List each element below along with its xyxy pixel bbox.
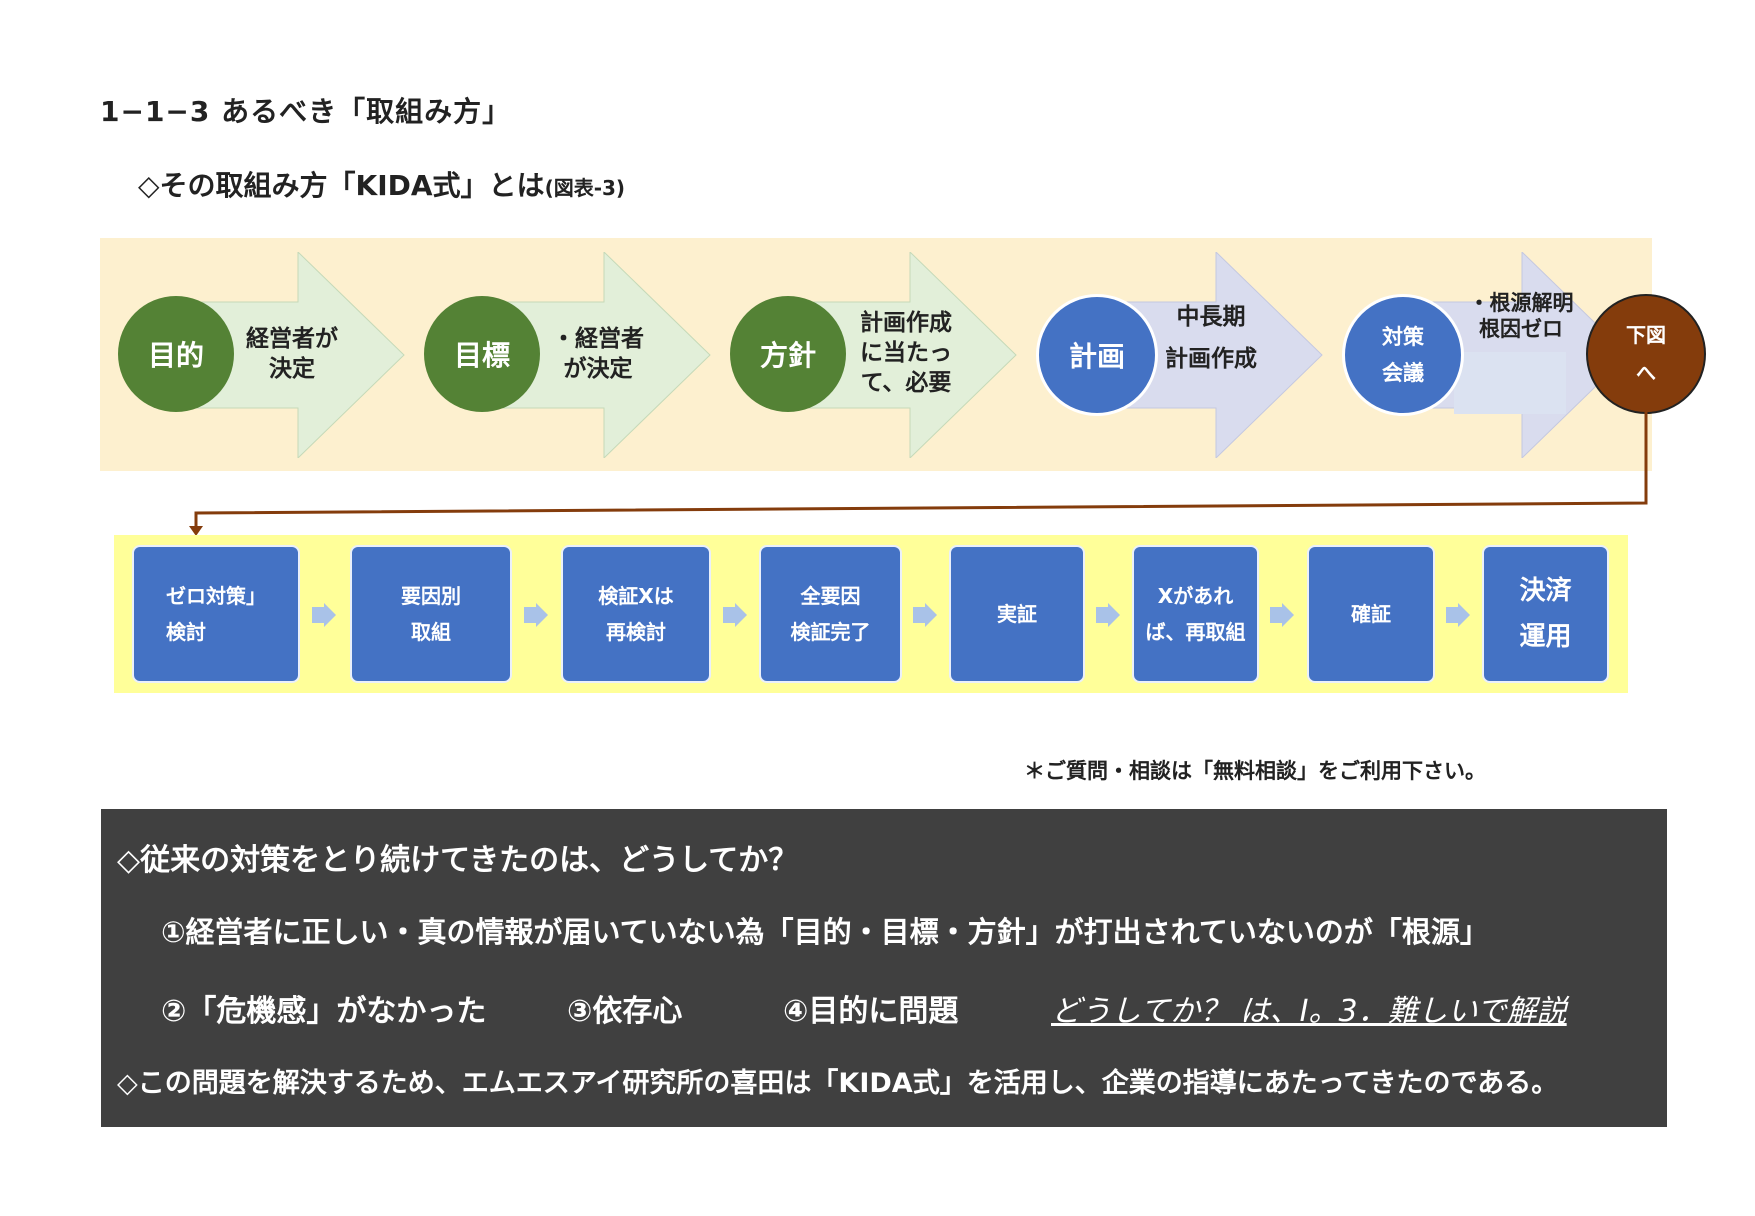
- box-kensho-x: 検証Xは再検討: [561, 545, 711, 683]
- circle-mokuhyo: 目標: [424, 296, 540, 412]
- box-zen-youin: 全要因検証完了: [759, 545, 902, 683]
- circle-taisaku-kaigi: 対策会議: [1342, 294, 1464, 416]
- sub-heading-ref: (図表-3): [544, 176, 626, 200]
- panel-reason-4: ④目的に問題: [783, 994, 959, 1029]
- step2-text: ・経営者が決定: [552, 326, 644, 382]
- explanation-panel: ◇従来の対策をとり続けてきたのは、どうしてか？ ①経営者に正しい・真の情報が届い…: [101, 809, 1667, 1127]
- panel-reason-2: ②「危機感」がなかった: [161, 994, 487, 1029]
- circle-keikaku: 計画: [1036, 294, 1158, 416]
- sub-heading: ◇その取組み方「KIDA式」とは(図表-3): [138, 164, 625, 204]
- step3-text: 計画作成に当たって、必要: [860, 310, 952, 396]
- box-x-saitorikumi: Xがあれば、再取組: [1132, 545, 1259, 683]
- step4-text: 中長期計画作成: [1165, 304, 1257, 372]
- panel-question: ◇従来の対策をとり続けてきたのは、どうしてか？: [117, 843, 799, 878]
- circle-mokuteki: 目的: [118, 296, 234, 412]
- panel-reason-1: ①経営者に正しい・真の情報が届いていない為「目的・目標・方針」が打出されていない…: [161, 915, 1489, 949]
- chevron-right-icon: [312, 603, 336, 627]
- step5-inner-box: [1454, 352, 1566, 414]
- sub-heading-main: ◇その取組み方「KIDA式」とは: [138, 169, 545, 202]
- step1-text: 経営者が決定: [246, 326, 338, 382]
- chevron-right-icon: [1270, 603, 1294, 627]
- panel-explanation-link[interactable]: どうしてか？ は、Ⅰ。3．難しいで解説: [1051, 994, 1567, 1029]
- box-jissho: 実証: [949, 545, 1085, 683]
- connector-circle: 下図へ: [1586, 294, 1706, 414]
- box-kessai-unyo: 決済運用: [1482, 545, 1609, 683]
- box-youin-betsu: 要因別取組: [350, 545, 512, 683]
- box-zero-taisaku: ゼロ対策」検討: [132, 545, 300, 683]
- chevron-right-icon: [524, 603, 548, 627]
- chevron-right-icon: [1096, 603, 1120, 627]
- circle-hoshin: 方針: [730, 296, 846, 412]
- step5-text: ・根源解明根因ゼロ: [1468, 291, 1574, 341]
- panel-reason-3: ③依存心: [567, 994, 683, 1029]
- chevron-right-icon: [1446, 603, 1470, 627]
- section-heading: 1−1−3 あるべき「取組み方」: [100, 95, 512, 128]
- panel-conclusion: ◇この問題を解決するため、エムエスアイ研究所の喜田は「KIDA式」を活用し、企業…: [117, 1068, 1559, 1099]
- chevron-right-icon: [723, 603, 747, 627]
- chevron-right-icon: [913, 603, 937, 627]
- consultation-note: ＊ご質問・相談は「無料相談」をご利用下さい。: [1024, 759, 1486, 783]
- box-kakusho: 確証: [1307, 545, 1435, 683]
